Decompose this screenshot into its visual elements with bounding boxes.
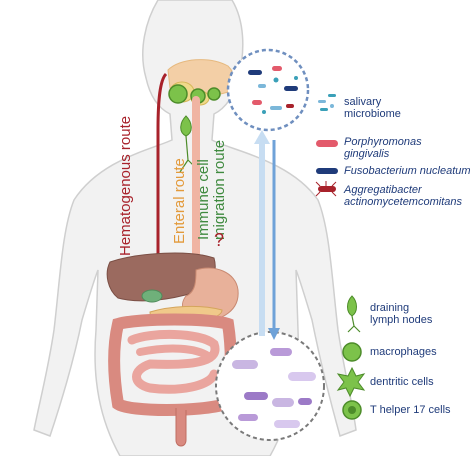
oral-macrophage — [207, 87, 221, 101]
gut-bacteria — [232, 348, 316, 428]
legend-fusobacterium: Fusobacterium nucleatum — [344, 165, 471, 177]
legend-aggregatibacter: Aggregatibacter actinomycetemcomitans — [344, 184, 462, 208]
gallbladder — [141, 289, 163, 303]
rectum — [175, 408, 187, 447]
fusobacterium-icon — [316, 168, 338, 174]
small-intestine — [136, 344, 212, 360]
legend-macrophages: macrophages — [370, 346, 437, 358]
small-intestine — [127, 329, 220, 394]
oral-bacteria — [248, 66, 298, 114]
hematogenous-route-label: Hematogenous route — [117, 115, 134, 256]
aggregatibacter-icon — [315, 181, 337, 197]
oral-macrophage — [168, 84, 188, 104]
macrophage-icon — [342, 342, 362, 362]
oral-microbiome-circle — [226, 48, 310, 132]
dendritic-cell-icon — [336, 366, 366, 398]
legend-lymph-nodes: draining lymph nodes — [370, 302, 433, 326]
lymph-node-icon — [347, 295, 361, 333]
salivary-microbiome-icon — [318, 94, 336, 111]
enteral-route-label: Enteral route — [171, 158, 188, 244]
th17-nucleus — [348, 406, 356, 414]
hematogenous-vessel — [156, 72, 168, 260]
gut-microbiome-circle — [215, 331, 325, 441]
immune-route-label: Immune cell migration route — [195, 139, 228, 240]
porphyromonas-icon — [316, 140, 338, 147]
legend-dendritic-cells: dentritic cells — [370, 376, 434, 388]
translocation-arrows — [254, 130, 280, 340]
legend-salivary-microbiome: salivary microbiome — [344, 96, 401, 120]
legend-porphyromonas: Porphyromonas gingivalis — [344, 136, 422, 160]
legend-th17-cells: T helper 17 cells — [370, 404, 451, 416]
question-mark: ? — [214, 230, 225, 250]
